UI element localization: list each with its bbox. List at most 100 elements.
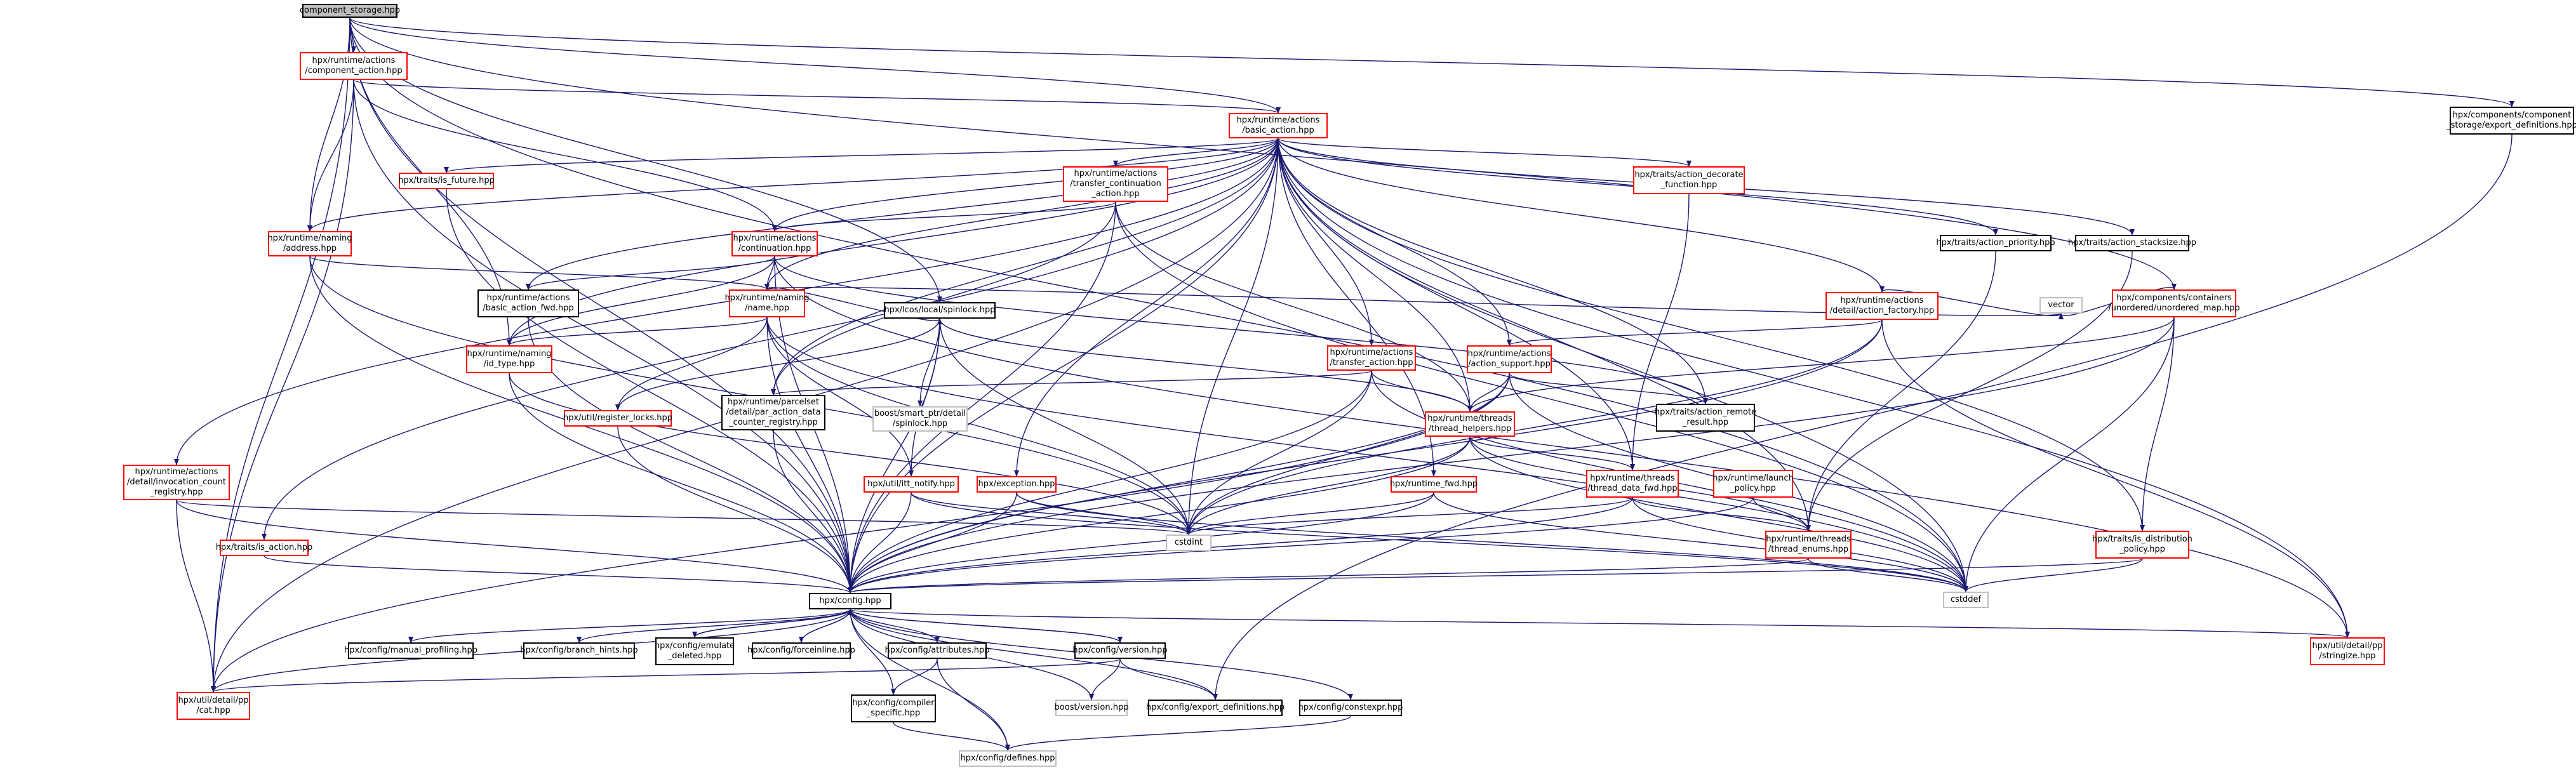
graph-node-register-locks[interactable]: hpx/util/register_locks.hpp xyxy=(563,410,672,427)
graph-node-component-action[interactable]: hpx/runtime/actions /component_action.hp… xyxy=(300,52,408,80)
graph-node-vector[interactable]: vector xyxy=(2039,297,2083,314)
graph-node-boost-version[interactable]: boost/version.hpp xyxy=(1055,700,1128,716)
edge-address-to-name xyxy=(309,256,770,290)
edge-transfer-continuation-to-continuation xyxy=(772,201,1116,232)
edge-thread-enums-to-cstddef xyxy=(1808,558,1968,592)
graph-node-action-remote-result[interactable]: hpx/traits/action_remote _result.hpp xyxy=(1655,404,1756,432)
edge-exception-to-cstddef xyxy=(1016,492,1968,592)
graph-node-address[interactable]: hpx/runtime/naming /address.hpp xyxy=(267,231,352,256)
edge-thread-data-fwd-to-config xyxy=(848,497,1633,594)
edge-root-to-cstddef xyxy=(349,17,1968,592)
graph-node-exception[interactable]: hpx/exception.hpp xyxy=(977,476,1057,493)
edge-id-type-to-config xyxy=(509,373,853,594)
edge-unordered-map-to-cstddef xyxy=(1963,317,2175,592)
graph-node-cstddef[interactable]: cstddef xyxy=(1943,592,1989,608)
graph-node-transfer-continuation[interactable]: hpx/runtime/actions /transfer_continuati… xyxy=(1063,166,1168,202)
graph-node-compiler-specific[interactable]: hpx/config/compiler _specific.hpp xyxy=(851,694,936,722)
graph-node-constexpr[interactable]: hpx/config/constexpr.hpp xyxy=(1298,700,1403,716)
edge-component-action-to-cat xyxy=(211,79,354,693)
graph-node-thread-enums[interactable]: hpx/runtime/threads /thread_enums.hpp xyxy=(1765,531,1852,559)
graph-node-id-type[interactable]: hpx/runtime/naming /id_type.hpp xyxy=(466,345,552,373)
edge-basic-action-to-is-distribution-policy xyxy=(1278,138,2145,531)
edge-constexpr-to-defines xyxy=(1005,715,1351,751)
edge-basic-action-to-is-action xyxy=(262,138,1279,540)
graph-node-is-action[interactable]: hpx/traits/is_action.hpp xyxy=(216,540,312,556)
edge-name-to-cstddef xyxy=(766,317,1968,592)
edge-is-future-to-config xyxy=(446,189,853,594)
graph-node-boost-spinlock[interactable]: boost/smart_ptr/detail /spinlock.hpp xyxy=(872,406,968,432)
edge-basic-action-to-thread-enums xyxy=(1278,138,1811,531)
graph-node-forceinline[interactable]: hpx/config/forceinline.hpp xyxy=(747,642,855,659)
edge-component-action-to-config xyxy=(353,79,853,594)
edge-config-to-export-definitions xyxy=(850,609,1218,700)
graph-node-name[interactable]: hpx/runtime/naming /name.hpp xyxy=(724,289,810,317)
graph-node-action-decorate[interactable]: hpx/traits/action_decorate _function.hpp xyxy=(1633,166,1745,194)
graph-node-action-support[interactable]: hpx/runtime/actions /action_support.hpp xyxy=(1467,345,1552,373)
edge-basic-action-to-name xyxy=(764,138,1279,290)
graph-node-root[interactable]: component_storage.hpp xyxy=(300,4,400,18)
graph-node-export-defs-comp[interactable]: hpx/components/component _storage/export… xyxy=(2446,107,2576,135)
graph-node-version[interactable]: hpx/config/version.hpp xyxy=(1072,642,1168,659)
graph-node-branch-hints[interactable]: hpx/config/branch_hints.hpp xyxy=(520,642,638,659)
edge-transfer-action-to-par-action-data xyxy=(771,370,1372,395)
edge-is-action-to-config xyxy=(264,555,853,594)
graph-node-emulate-deleted[interactable]: hpx/config/emulate _deleted.hpp xyxy=(655,637,735,665)
edge-config-to-attributes xyxy=(850,609,940,643)
graph-node-unordered-map[interactable]: hpx/components/containers /unordered/uno… xyxy=(2108,289,2240,317)
graph-node-thread-data-fwd[interactable]: hpx/runtime/threads /thread_data_fwd.hpp xyxy=(1586,470,1679,498)
edge-basic-action-to-invocation-count xyxy=(174,138,1279,465)
graph-node-stringize[interactable]: hpx/util/detail/pp /stringize.hpp xyxy=(2310,637,2385,665)
edge-id-type-to-cstdint xyxy=(509,373,1191,535)
edge-itt-notify-to-cstddef xyxy=(911,492,1968,592)
edge-invocation-count-to-cat xyxy=(176,500,216,693)
edge-version-to-boost-version xyxy=(1089,658,1121,700)
edge-itt-notify-to-config xyxy=(848,492,912,594)
graph-node-transfer-action[interactable]: hpx/runtime/actions /transfer_action.hpp xyxy=(1327,345,1416,371)
graph-node-par-action-data[interactable]: hpx/runtime/parcelset /detail/par_action… xyxy=(721,395,825,430)
edge-thread-helpers-to-config xyxy=(848,436,1471,594)
graph-node-itt-notify[interactable]: hpx/util/itt_notify.hpp xyxy=(864,476,959,493)
edge-component-action-to-address xyxy=(307,79,354,232)
edge-transfer-continuation-to-config xyxy=(848,201,1116,594)
graph-node-cstdint[interactable]: cstdint xyxy=(1166,534,1211,551)
graph-node-defines[interactable]: hpx/config/defines.hpp xyxy=(959,750,1057,767)
edge-compiler-specific-to-defines xyxy=(893,722,1010,751)
edge-transfer-action-to-thread-helpers xyxy=(1371,370,1472,412)
edge-basic-action-to-exception xyxy=(1014,138,1279,477)
edge-action-support-to-thread-helpers xyxy=(1467,373,1510,412)
edge-name-to-register-locks xyxy=(615,317,768,411)
edge-basic-action-to-config xyxy=(848,138,1279,594)
graph-node-action-priority[interactable]: hpx/traits/action_priority.hpp xyxy=(1936,235,2055,251)
edge-launch-policy-to-config xyxy=(848,497,1754,594)
edge-basic-action-to-thread-helpers xyxy=(1278,138,1472,412)
edge-transfer-continuation-to-par-action-data xyxy=(771,201,1116,395)
graph-node-continuation[interactable]: hpx/runtime/actions /continuation.hpp xyxy=(731,231,818,256)
graph-node-invocation-count[interactable]: hpx/runtime/actions /detail/invocation_c… xyxy=(123,465,230,500)
graph-node-spinlock[interactable]: hpx/lcos/local/spinlock.hpp xyxy=(884,302,996,319)
graph-node-attributes[interactable]: hpx/config/attributes.hpp xyxy=(884,642,990,659)
edge-component-action-to-basic-action xyxy=(353,79,1281,114)
edge-launch-policy-to-thread-enums xyxy=(1752,497,1811,531)
graph-node-config[interactable]: hpx/config.hpp xyxy=(809,593,891,609)
graph-node-is-distribution-policy[interactable]: hpx/traits/is_distribution _policy.hpp xyxy=(2092,531,2192,559)
graph-node-action-stacksize[interactable]: hpx/traits/action_stacksize.hpp xyxy=(2068,235,2196,251)
graph-node-basic-action[interactable]: hpx/runtime/actions /basic_action.hpp xyxy=(1229,113,1328,138)
edge-invocation-count-to-cstdint xyxy=(176,500,1191,535)
edge-basic-action-to-transfer-action xyxy=(1278,138,1374,346)
graph-node-basic-action-fwd[interactable]: hpx/runtime/actions /basic_action_fwd.hp… xyxy=(477,289,579,317)
edge-spinlock-to-config xyxy=(848,318,940,594)
graph-node-manual-profiling[interactable]: hpx/config/manual_profiling.hpp xyxy=(344,642,477,659)
edge-action-decorate-to-thread-data-fwd xyxy=(1630,194,1690,470)
graph-node-thread-helpers[interactable]: hpx/runtime/threads /thread_helpers.hpp xyxy=(1425,411,1515,437)
graph-node-cat[interactable]: hpx/util/detail/pp /cat.hpp xyxy=(177,692,250,720)
graph-node-is-future[interactable]: hpx/traits/is_future.hpp xyxy=(398,173,495,189)
graph-node-action-factory[interactable]: hpx/runtime/actions /detail/action_facto… xyxy=(1825,292,1939,320)
graph-node-export-definitions[interactable]: hpx/config/export_definitions.hpp xyxy=(1146,700,1285,716)
graph-node-launch-policy[interactable]: hpx/runtime/launch _policy.hpp xyxy=(1712,470,1794,498)
edge-transfer-action-to-config xyxy=(848,370,1372,594)
edge-name-to-config xyxy=(766,317,853,594)
edge-basic-action-to-transfer-continuation xyxy=(1113,138,1279,167)
graph-node-runtime-fwd[interactable]: hpx/runtime_fwd.hpp xyxy=(1390,476,1478,493)
edge-name-to-id-type xyxy=(507,317,768,346)
